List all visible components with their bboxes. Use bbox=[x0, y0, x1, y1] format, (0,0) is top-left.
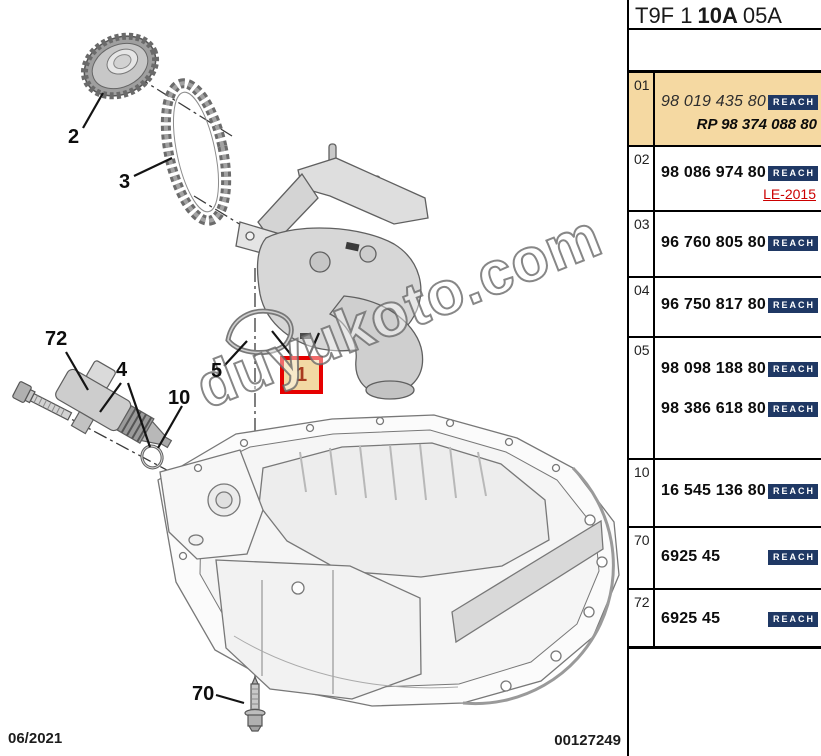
revision-date: 06/2021 bbox=[8, 730, 63, 747]
reach-badge[interactable]: REACH bbox=[767, 94, 818, 110]
callout-label-4: 4 bbox=[116, 359, 128, 381]
callout-label-5: 5 bbox=[211, 360, 223, 382]
sprocket-part-2 bbox=[80, 32, 160, 100]
exploded-diagram: 2 3 72 4 10 5 70 1 duyukoto.com 06/2021 … bbox=[8, 32, 621, 749]
ref-number: 03 bbox=[629, 212, 655, 276]
bolt-part-70 bbox=[244, 675, 266, 732]
reach-badge[interactable]: REACH bbox=[767, 401, 818, 417]
part-number: 96 760 805 80 bbox=[661, 234, 766, 251]
empty-cell bbox=[629, 30, 821, 70]
part-number: 6925 45 bbox=[661, 610, 721, 627]
ref-number: 04 bbox=[629, 278, 655, 336]
table-row-72[interactable]: 72 6925 45 REACH bbox=[629, 588, 821, 649]
reach-badge[interactable]: REACH bbox=[767, 361, 818, 377]
document-number: 00127249 bbox=[554, 732, 621, 749]
bolt-part-72 bbox=[12, 381, 73, 421]
part-number: 98 386 618 80 bbox=[661, 400, 766, 417]
part-number: 6925 45 bbox=[661, 548, 721, 565]
callout-label-3: 3 bbox=[119, 171, 131, 193]
le-note-link[interactable]: LE-2015 bbox=[763, 186, 816, 202]
catalog-code-bold: 10A bbox=[697, 3, 738, 28]
o-ring-part-10 bbox=[140, 444, 164, 470]
ref-number: 05 bbox=[629, 338, 655, 458]
part-number: 98 098 188 80 bbox=[661, 360, 766, 377]
table-row-03[interactable]: 03 96 760 805 80 REACH bbox=[629, 210, 821, 276]
callout-label-2: 2 bbox=[68, 126, 80, 148]
gasket-part-5 bbox=[225, 308, 294, 356]
oil-pump-part-1 bbox=[235, 143, 429, 400]
callout-label-1: 1 bbox=[295, 363, 308, 386]
part-number: 96 750 817 80 bbox=[661, 296, 766, 313]
callout-label-10: 10 bbox=[168, 387, 191, 409]
callout-label-70: 70 bbox=[192, 683, 215, 705]
ref-number: 70 bbox=[629, 528, 655, 588]
catalog-code-prefix: T9F 1 bbox=[635, 3, 693, 28]
table-row-10[interactable]: 10 16 545 136 80 REACH bbox=[629, 458, 821, 526]
chain-part-3 bbox=[160, 78, 232, 226]
highlighted-part-1-hotspot[interactable]: 1 bbox=[280, 356, 323, 394]
ref-number: 10 bbox=[629, 460, 655, 526]
reach-badge[interactable]: REACH bbox=[767, 611, 818, 627]
part-number: 98 086 974 80 bbox=[661, 164, 766, 181]
reach-badge[interactable]: REACH bbox=[767, 549, 818, 565]
table-row-05[interactable]: 05 98 098 188 80 REACH 98 386 618 80 REA… bbox=[629, 336, 821, 458]
ref-number: 01 bbox=[629, 73, 655, 145]
table-row-70[interactable]: 70 6925 45 REACH bbox=[629, 526, 821, 588]
oil-pan bbox=[157, 414, 620, 707]
leader-lines bbox=[65, 92, 321, 705]
replacement-part-number: RP 98 374 088 80 bbox=[696, 116, 817, 133]
solenoid-valve-part-4 bbox=[55, 360, 173, 449]
table-row-04[interactable]: 04 96 750 817 80 REACH bbox=[629, 276, 821, 336]
reach-badge[interactable]: REACH bbox=[767, 165, 818, 181]
reach-badge[interactable]: REACH bbox=[767, 235, 818, 251]
callout-label-72: 72 bbox=[45, 328, 68, 350]
table-row-01[interactable]: 01 98 019 435 80 REACH RP 98 374 088 80 bbox=[629, 70, 821, 145]
diagram-line-art bbox=[12, 32, 620, 732]
reach-badge[interactable]: REACH bbox=[767, 483, 818, 499]
part-number: 16 545 136 80 bbox=[661, 482, 766, 499]
table-row-02[interactable]: 02 98 086 974 80 REACH LE-2015 bbox=[629, 145, 821, 210]
catalog-code-suffix: 05A bbox=[742, 3, 782, 28]
reach-badge[interactable]: REACH bbox=[767, 297, 818, 313]
ref-number: 02 bbox=[629, 147, 655, 210]
part-number: 98 019 435 80 bbox=[661, 93, 766, 110]
ref-number: 72 bbox=[629, 590, 655, 646]
